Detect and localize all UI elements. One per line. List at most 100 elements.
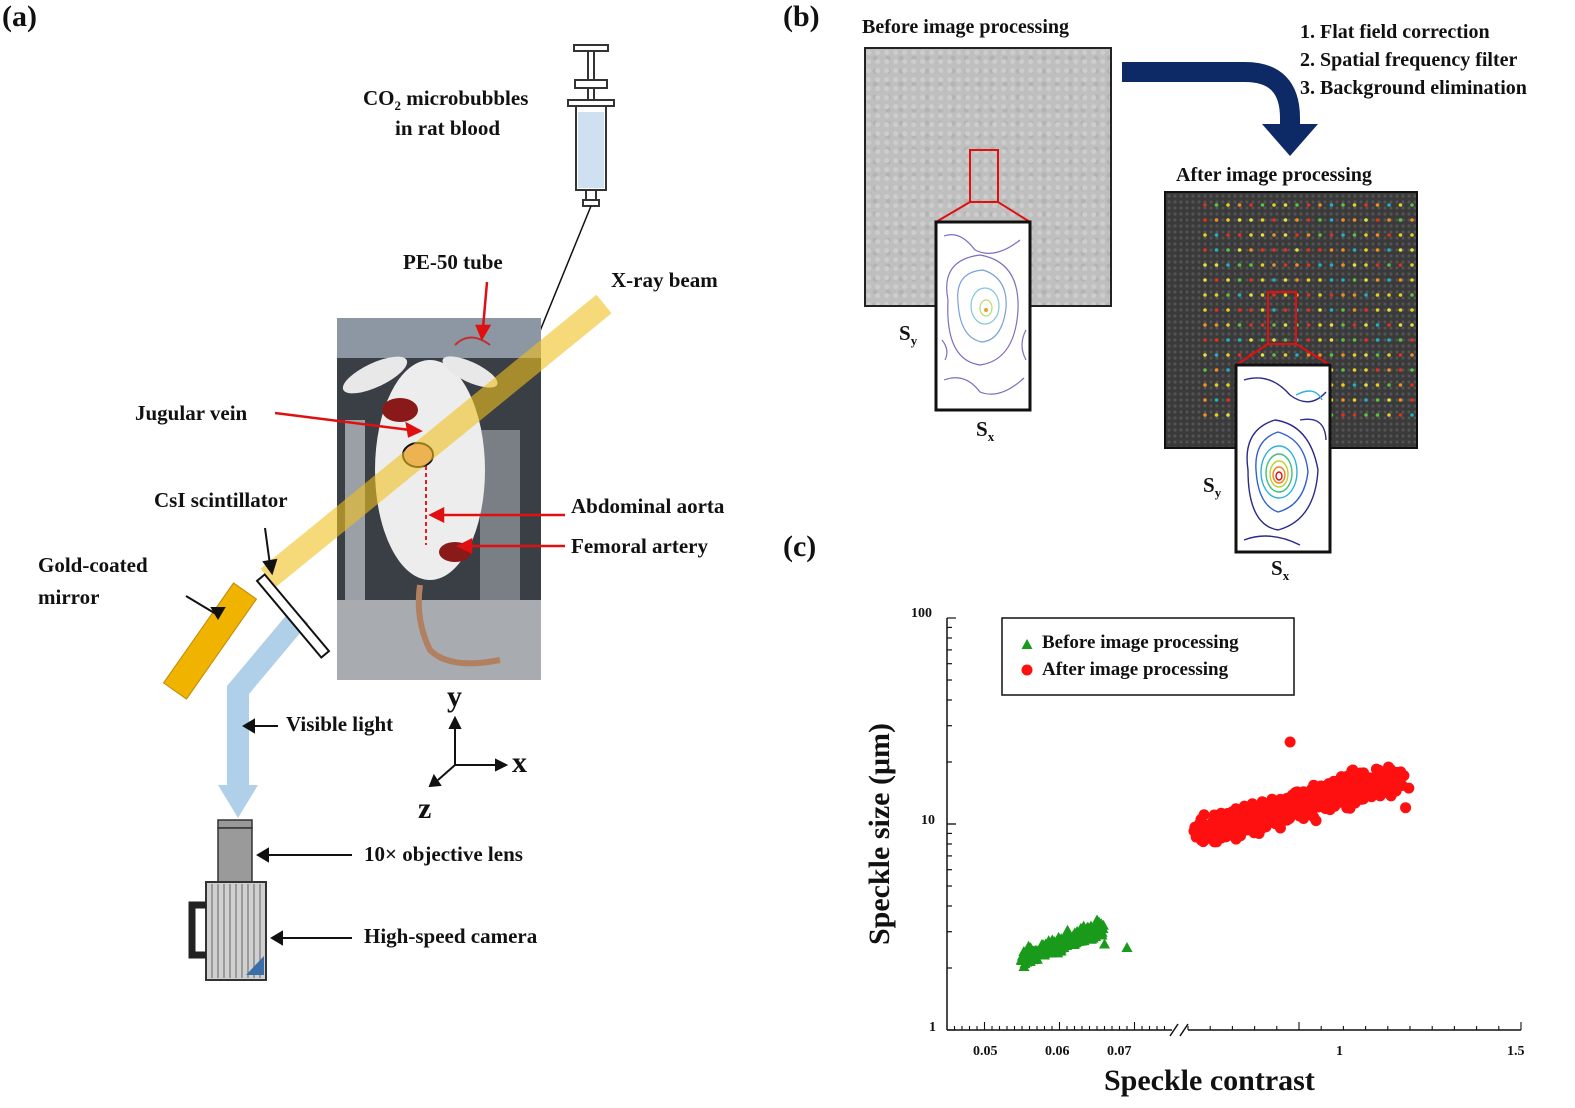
speckle-dot: [1329, 323, 1334, 327]
data-point-after: [1403, 782, 1415, 794]
speckle-dot: [1352, 203, 1357, 207]
speckle-dot: [1375, 233, 1380, 237]
before-sx-label: Sx: [976, 417, 995, 445]
speckle-dot: [1295, 248, 1299, 252]
speckle-dot: [1387, 233, 1391, 237]
after-title: After image processing: [1176, 164, 1372, 186]
speckle-dot: [1214, 353, 1219, 357]
camera-label: High-speed camera: [364, 924, 538, 948]
xray-beam: [260, 294, 612, 588]
speckle-dot: [1260, 233, 1265, 237]
speckle-dot: [1364, 323, 1368, 327]
data-point-before: [1091, 914, 1103, 925]
speckle-dot: [1341, 263, 1345, 267]
aorta-label: Abdominal aorta: [571, 494, 725, 518]
data-point-after: [1382, 771, 1394, 783]
speckle-dot: [1318, 278, 1322, 282]
speckle-dot: [1318, 218, 1322, 222]
speckle-dot: [1260, 278, 1265, 282]
speckle-dot: [1410, 263, 1414, 267]
speckle-dot: [1329, 338, 1334, 342]
speckle-dot: [1203, 233, 1207, 237]
data-point-after: [1266, 793, 1278, 805]
speckle-dot: [1387, 368, 1391, 372]
x-tick-label: 0.07: [1107, 1044, 1132, 1059]
data-point-before: [1088, 922, 1100, 933]
speckle-dot: [1375, 413, 1380, 417]
speckle-dot: [1260, 203, 1265, 207]
speckle-dot: [1249, 293, 1253, 297]
speckle-dot: [1375, 398, 1380, 402]
pe50-label: PE-50 tube: [403, 250, 503, 274]
speckle-dot: [1306, 248, 1311, 252]
speckle-dot: [1306, 338, 1311, 342]
data-point-before: [1037, 940, 1049, 951]
data-point-after: [1211, 836, 1223, 848]
speckle-dot: [1387, 263, 1391, 267]
speckle-dot: [1410, 368, 1414, 372]
speckle-dot: [1237, 278, 1242, 282]
speckle-dot: [1306, 218, 1311, 222]
speckle-dot: [1398, 248, 1403, 252]
black-arrows: [185, 527, 352, 946]
data-point-before: [1084, 928, 1095, 939]
speckle-dot: [1398, 308, 1403, 312]
speckle-dot: [1237, 323, 1242, 327]
speckle-dot: [1329, 248, 1334, 252]
speckle-dot: [1283, 263, 1288, 267]
speckle-dot: [1214, 323, 1219, 327]
data-point-after: [1284, 736, 1296, 748]
speckle-dot: [1237, 338, 1242, 342]
speckle-dot: [1283, 248, 1288, 252]
speckle-dot: [1341, 353, 1345, 357]
speckle-dot: [1398, 203, 1403, 207]
speckle-dot: [1352, 278, 1357, 282]
speckle-dot: [1375, 308, 1380, 312]
speckle-dot: [1352, 353, 1357, 357]
speckle-dot: [1375, 368, 1380, 372]
gold-mirror: [162, 582, 258, 700]
speckle-dot: [1341, 248, 1345, 252]
speckle-dot: [1375, 353, 1380, 357]
speckle-dot: [1295, 218, 1299, 222]
mirror-label-line1: Gold-coated: [38, 553, 148, 577]
legend-after-text: After image processing: [1042, 659, 1229, 680]
speckle-dot: [1260, 338, 1265, 342]
speckle-dot: [1203, 368, 1207, 372]
speckle-dot: [1272, 293, 1276, 297]
speckle-dot: [1410, 413, 1414, 417]
speckle-dot: [1398, 368, 1403, 372]
speckle-dot: [1352, 323, 1357, 327]
speckle-dot: [1272, 248, 1276, 252]
speckle-dot: [1375, 293, 1380, 297]
speckle-dot: [1318, 353, 1322, 357]
chart-legend: [1001, 617, 1295, 696]
data-point-after: [1400, 802, 1412, 814]
step-1: 1. Flat field correction: [1300, 21, 1490, 43]
speckle-dot: [1249, 323, 1253, 327]
speckle-dot: [1249, 278, 1253, 282]
speckle-dot: [1260, 323, 1265, 327]
speckle-dot: [1352, 218, 1357, 222]
data-point-after: [1337, 782, 1349, 794]
speckle-dot: [1237, 218, 1242, 222]
speckle-dot: [1375, 218, 1380, 222]
speckle-dot: [1352, 293, 1357, 297]
speckle-dot: [1318, 323, 1322, 327]
speckle-dot: [1214, 383, 1219, 387]
speckle-dot: [1226, 278, 1230, 282]
speckle-dot: [1214, 413, 1219, 417]
visible-light-label: Visible light: [286, 712, 394, 736]
speckle-dot: [1203, 248, 1207, 252]
speckle-dot: [1387, 308, 1391, 312]
speckle-dot: [1387, 398, 1391, 402]
speckle-dot: [1398, 338, 1403, 342]
speckle-dot: [1410, 218, 1414, 222]
speckle-dot: [1387, 203, 1391, 207]
data-point-after: [1239, 809, 1251, 821]
speckle-dot: [1410, 383, 1414, 387]
speckle-dot: [1364, 233, 1368, 237]
